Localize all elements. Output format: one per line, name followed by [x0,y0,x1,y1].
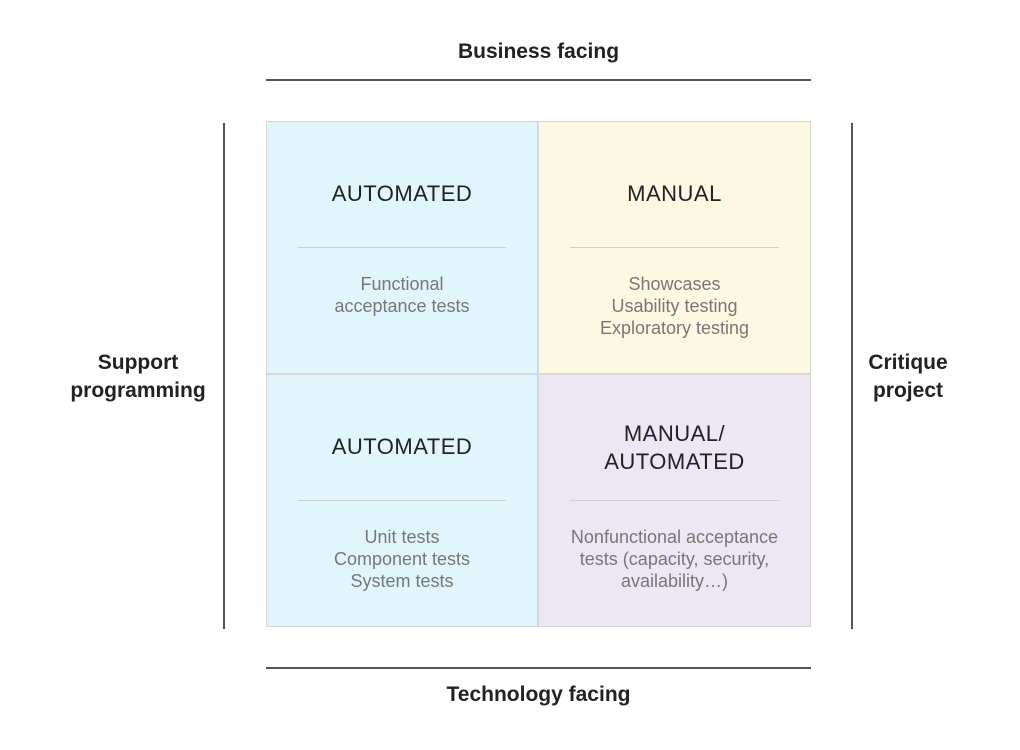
description-line: System tests [350,571,454,591]
quadrant-bottom-left: AUTOMATED Unit tests Component tests Sys… [266,374,538,627]
quadrant-title: AUTOMATED [267,433,537,461]
axis-label-line: programming [70,379,206,402]
axis-label-support-programming: Support programming [40,349,236,405]
axis-rule-right [851,123,853,629]
description-line: Functional [360,274,444,294]
axis-rule-left [223,123,225,629]
axis-label-business-facing: Business facing [457,40,620,63]
quadrant-title-line: MANUAL [627,181,722,206]
description-line: acceptance tests [334,296,470,316]
quadrant-description: Showcases Usability testing Exploratory … [545,273,804,339]
axis-rule-top [266,79,811,81]
quadrant-grid: AUTOMATED Functional acceptance tests MA… [266,121,811,627]
quadrant-title-line: AUTOMATED [331,434,473,459]
description-line: availability…) [620,571,729,591]
quadrant-bottom-right: MANUAL/ AUTOMATED Nonfunctional acceptan… [538,374,811,627]
quadrant-divider [570,247,779,248]
description-line: Showcases [628,274,721,294]
description-line: Component tests [333,549,471,569]
quadrant-divider [298,247,506,248]
description-line: Usability testing [611,296,738,316]
quadrant-title: MANUAL [539,180,810,208]
axis-rule-bottom [266,667,811,669]
quadrant-title-line: MANUAL/ [623,421,726,446]
axis-label-technology-facing: Technology facing [446,683,631,706]
quadrant-title: MANUAL/ AUTOMATED [539,420,810,476]
quadrant-divider [570,500,779,501]
description-line: Nonfunctional acceptance [570,527,779,547]
quadrant-top-right: MANUAL Showcases Usability testing Explo… [538,121,811,374]
quadrant-description: Functional acceptance tests [273,273,531,317]
axis-label-critique-project: Critique project [840,349,976,405]
description-line: Unit tests [364,527,440,547]
quadrant-divider [298,500,506,501]
quadrant-top-left: AUTOMATED Functional acceptance tests [266,121,538,374]
quadrant-title-line: AUTOMATED [604,449,745,474]
description-line: Exploratory testing [599,318,750,338]
quadrant-description: Nonfunctional acceptance tests (capacity… [545,526,804,592]
axis-label-line: Support [97,351,179,374]
quadrant-title: AUTOMATED [267,180,537,208]
quadrant-title-line: AUTOMATED [331,181,473,206]
axis-label-line: Critique [868,351,948,374]
quadrant-description: Unit tests Component tests System tests [273,526,531,592]
description-line: tests (capacity, security, [579,549,770,569]
axis-label-line: project [872,379,943,402]
